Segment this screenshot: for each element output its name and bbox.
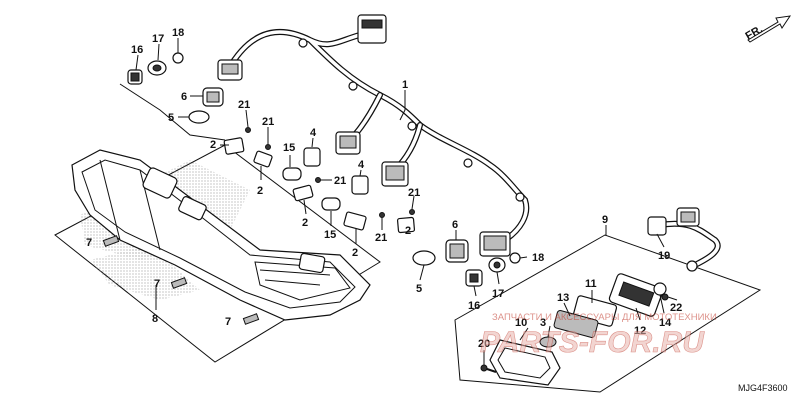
callout-5b: 5 xyxy=(416,283,422,295)
callout-22: 22 xyxy=(670,302,682,314)
callout-17a: 17 xyxy=(152,33,164,45)
diagram-code: MJG4F3600 xyxy=(738,383,788,393)
watermark: ЗАПЧАСТИ И АКСЕССУАРЫ ДЛЯ МОТОТЕХНИКИ PA… xyxy=(480,312,717,359)
tail-light-housing xyxy=(71,149,371,321)
callout-10: 10 xyxy=(515,317,527,329)
callout-16b: 16 xyxy=(468,300,480,312)
callout-2d: 2 xyxy=(352,247,358,259)
callout-21c: 21 xyxy=(334,175,346,187)
callout-7c: 7 xyxy=(225,316,231,328)
callout-6a: 6 xyxy=(181,91,187,103)
callout-8: 8 xyxy=(152,313,158,325)
leader-lines xyxy=(119,38,678,365)
callout-2e: 2 xyxy=(405,225,411,237)
wire-harness xyxy=(217,14,530,257)
callout-21b: 21 xyxy=(262,116,274,128)
direction-label: FR. xyxy=(744,23,765,42)
callout-18b: 18 xyxy=(532,252,544,264)
callout-4b: 4 xyxy=(358,159,365,171)
callout-2a: 2 xyxy=(210,139,216,151)
callout-13: 13 xyxy=(557,292,569,304)
callout-18a: 18 xyxy=(172,27,184,39)
callout-7b: 7 xyxy=(154,278,160,290)
callout-1: 1 xyxy=(402,79,408,91)
callout-21d: 21 xyxy=(375,232,387,244)
watermark-tagline: ЗАПЧАСТИ И АКСЕССУАРЫ ДЛЯ МОТОТЕХНИКИ xyxy=(492,312,717,323)
direction-arrow-icon xyxy=(747,15,792,43)
license-light-box xyxy=(454,207,762,393)
small-parts xyxy=(102,52,521,325)
callout-2b: 2 xyxy=(257,185,263,197)
callout-12: 12 xyxy=(634,325,646,337)
callout-15a: 15 xyxy=(283,142,295,154)
watermark-logo: PARTS-FOR.RU xyxy=(480,326,705,359)
callout-6b: 6 xyxy=(452,219,458,231)
callout-15b: 15 xyxy=(324,229,336,241)
callout-21e: 21 xyxy=(408,187,420,199)
callout-17b: 17 xyxy=(492,288,504,300)
callout-2c: 2 xyxy=(302,217,308,229)
direction-indicator: FR. xyxy=(744,15,792,43)
callout-9: 9 xyxy=(602,214,608,226)
callout-5a: 5 xyxy=(168,112,174,124)
callout-labels: 1 2 2 2 2 2 3 4 4 5 5 6 6 7 7 7 8 9 10 1… xyxy=(86,27,682,350)
callout-21a: 21 xyxy=(238,99,250,111)
callout-16a: 16 xyxy=(131,44,143,56)
callout-20: 20 xyxy=(478,338,490,350)
callout-3: 3 xyxy=(540,317,546,329)
callout-19: 19 xyxy=(658,250,670,262)
callout-4a: 4 xyxy=(310,127,317,139)
callout-14: 14 xyxy=(659,317,672,329)
callout-11: 11 xyxy=(585,278,597,290)
callout-7a: 7 xyxy=(86,237,92,249)
